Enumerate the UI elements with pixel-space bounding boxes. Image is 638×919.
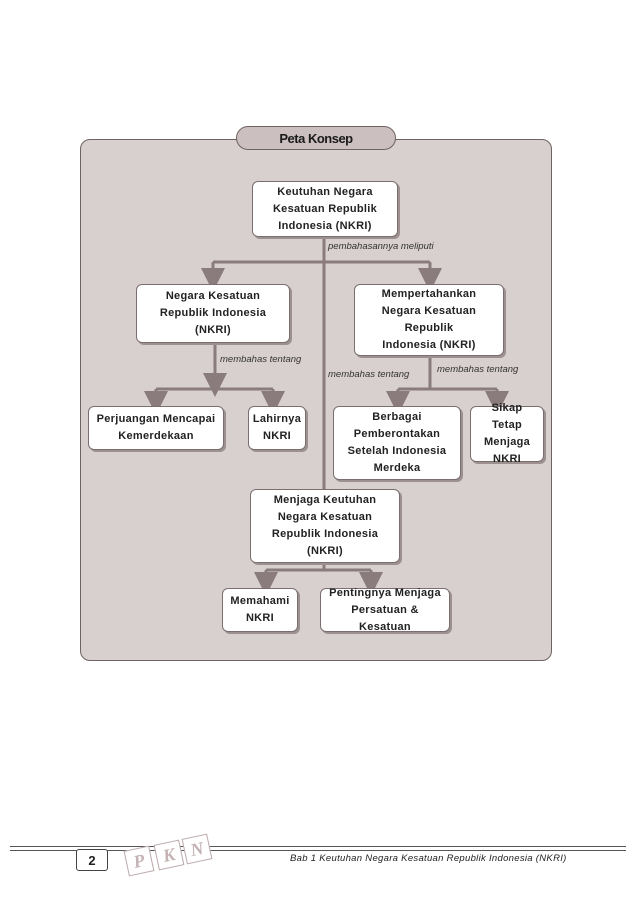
- label-membahas-left: membahas tentang: [220, 354, 302, 365]
- label-membahas-right: membahas tentang: [437, 364, 519, 375]
- node-memahami: Memahami NKRI: [222, 588, 298, 632]
- node-pentingnya: Pentingnya Menjaga Persatuan & Kesatuan: [320, 587, 450, 633]
- node-menjaga: Menjaga Keutuhan Negara Kesatuan Republi…: [250, 489, 400, 563]
- page-number: 2: [76, 849, 108, 871]
- node-mempertahankan: Mempertahankan Negara Kesatuan Republik …: [354, 284, 504, 356]
- chapter-title: Bab 1 Keutuhan Negara Kesatuan Republik …: [290, 853, 567, 864]
- node-keutuhan-nkri: Keutuhan Negara Kesatuan Republik Indone…: [252, 181, 398, 237]
- pkn-letter-n: N: [181, 833, 213, 865]
- footer-rule-2: [10, 850, 626, 851]
- node-sikap: Sikap Tetap Menjaga NKRI: [470, 402, 544, 465]
- label-membahas-center: membahas tentang: [328, 369, 410, 380]
- node-negara-kesatuan: Negara Kesatuan Republik Indonesia (NKRI…: [136, 284, 290, 343]
- node-perjuangan: Perjuangan Mencapai Kemerdekaan: [88, 406, 224, 450]
- concept-map-title: Peta Konsep: [236, 126, 396, 150]
- node-berbagai: Berbagai Pemberontakan Setelah Indonesia…: [333, 406, 461, 480]
- label-pembahasannya: pembahasannya meliputi: [328, 241, 434, 252]
- node-lahirnya: Lahirnya NKRI: [248, 406, 306, 450]
- pkn-letter-k: K: [153, 839, 185, 871]
- footer-rule: [10, 846, 626, 847]
- pkn-letter-p: P: [123, 845, 155, 877]
